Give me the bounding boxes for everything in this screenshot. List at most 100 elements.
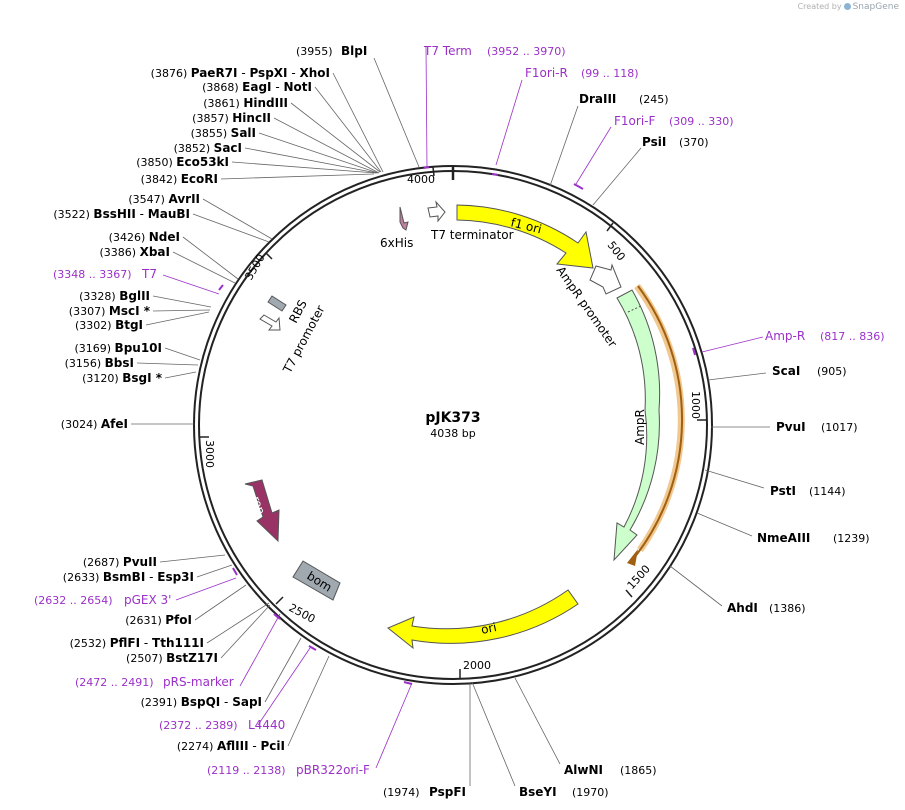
site-pflfi[interactable]: (2532) PflFI - Tth111I <box>70 602 270 650</box>
site-xbai[interactable]: (3386) XbaI <box>100 245 236 284</box>
primer-l4440[interactable]: (2372 .. 2389) L4440 <box>159 645 317 732</box>
site-position: (3307) <box>69 305 109 318</box>
site-pspfi[interactable]: (1974) PspFI <box>383 682 471 799</box>
site-pvui[interactable]: PvuI (1017) <box>711 420 858 434</box>
site-name: NdeI <box>149 230 180 244</box>
site-name: AhdI <box>727 601 758 615</box>
site-leader-line <box>152 309 211 312</box>
site-leader-line <box>196 564 233 578</box>
feature-label: rop <box>249 495 267 516</box>
feature-ampr-promoter[interactable]: AmpR promoter <box>554 263 622 350</box>
site-leader-line <box>164 347 201 361</box>
site-name: BssHII <box>93 207 135 221</box>
feature-rop[interactable]: rop <box>244 479 280 543</box>
site-position: (2532) <box>70 637 110 650</box>
site-bpu10i[interactable]: (3169) Bpu10I <box>74 341 201 361</box>
tick-2500: 2500 <box>275 596 317 626</box>
site-position: (3120) <box>82 372 122 385</box>
feature-t7-terminator[interactable]: T7 terminator <box>427 200 514 242</box>
site-label: (2631) PfoI <box>125 613 192 627</box>
site-separator: - <box>272 80 284 94</box>
site-label: (3855) SalI <box>191 126 256 140</box>
site-msci[interactable]: (3307) MscI * <box>69 304 211 318</box>
site-pfoi[interactable]: (2631) PfoI <box>125 584 247 627</box>
site-name: HindIII <box>243 96 288 110</box>
tick-500: 500 <box>605 222 628 264</box>
left-site-labels: (3876) PaeR7I - PspXI - XhoI(3868) EagI … <box>53 66 384 753</box>
site-psii[interactable]: PsiI (370) <box>592 135 709 206</box>
feature-ori[interactable]: ori <box>387 589 579 650</box>
site-leader-line <box>202 198 273 240</box>
site-name: AflIII <box>217 739 249 753</box>
site-label: (2507) BstZ17I <box>126 651 218 665</box>
primer-name: pBR322ori-F <box>296 763 370 777</box>
site-name: PaeR7I <box>191 66 238 80</box>
site-scai[interactable]: ScaI (905) <box>707 364 847 381</box>
primer-name: T7 Term <box>423 44 472 58</box>
site-separator: - <box>249 739 261 753</box>
site-bsmbi[interactable]: (2633) BsmBI - Esp3I <box>63 564 233 584</box>
site-bglii[interactable]: (3328) BglII <box>79 289 212 308</box>
site-bbsi[interactable]: (3156) BbsI <box>65 356 199 370</box>
site-bsshii[interactable]: (3522) BssHII - MauBI <box>53 207 270 243</box>
feature-ampr-highlight <box>627 283 685 566</box>
primer-range: (309 .. 330) <box>669 115 734 128</box>
site-alwni[interactable]: AlwNI (1865) <box>514 677 657 777</box>
site-pvuii[interactable]: (2687) PvuII <box>83 554 226 569</box>
tick-label: 2000 <box>463 659 491 672</box>
site-label: (3302) BtgI <box>75 318 143 332</box>
site-nmeaiii[interactable]: NmeAIII (1239) <box>696 512 870 545</box>
primer-t7[interactable]: (3348 .. 3367) T7 <box>53 267 224 295</box>
feature-bom[interactable]: bom <box>292 560 341 601</box>
site-sali[interactable]: (3855) SalI <box>191 126 379 174</box>
site-eco53ki[interactable]: (3850) Eco53kI <box>136 155 377 174</box>
plasmid-size: 4038 bp <box>430 427 475 440</box>
site-btgi[interactable]: (3302) BtgI <box>75 311 210 332</box>
site-leader-line <box>194 584 247 621</box>
primer-f1ori-f[interactable]: F1ori-F (309 .. 330) <box>573 114 734 190</box>
site-hindiii[interactable]: (3861) HindIII <box>203 96 381 173</box>
primer-f1ori-r[interactable]: F1ori-R (99 .. 118) <box>491 66 639 176</box>
primer-prs-marker[interactable]: (2472 .. 2491) pRS-marker <box>75 613 281 689</box>
primer-range: (2472 .. 2491) <box>75 676 154 689</box>
site-bstz17i[interactable]: (2507) BstZ17I <box>126 604 271 665</box>
site-draiii[interactable]: DraIII (245) <box>549 92 669 187</box>
site-position: (2274) <box>177 740 217 753</box>
site-avrii[interactable]: (3547) AvrII <box>128 192 273 240</box>
site-blpi[interactable]: (3955) BlpI <box>296 44 420 168</box>
site-hincii[interactable]: (3857) HincII <box>192 111 380 174</box>
primer-t7-term[interactable]: T7 Term (3952 .. 3970) <box>423 44 566 169</box>
site-name: PvuI <box>776 420 806 434</box>
primer-name: F1ori-R <box>525 66 568 80</box>
primer-name: pRS-marker <box>163 675 234 689</box>
site-label: (2687) PvuII <box>83 555 157 569</box>
feature-ampr[interactable]: AmpR <box>613 289 661 562</box>
site-separator: - <box>288 66 300 80</box>
site-paer7i[interactable]: (3876) PaeR7I - PspXI - XhoI <box>151 66 384 173</box>
site-label: (3328) BglII <box>79 289 150 303</box>
site-name: NmeAIII <box>757 531 810 545</box>
site-ndei[interactable]: (3426) NdeI <box>109 230 239 280</box>
primer-pgex-3[interactable]: (2632 .. 2654) pGEX 3' <box>34 567 238 607</box>
site-name: Bpu10I <box>115 341 162 355</box>
primer-pbr322ori-f[interactable]: (2119 .. 2138) pBR322ori-F <box>207 681 413 777</box>
site-saci[interactable]: (3852) SacI <box>174 141 378 174</box>
site-position: (3876) <box>151 67 191 80</box>
primer-amp-r[interactable]: Amp-R (817 .. 836) <box>692 329 885 356</box>
site-bseyi[interactable]: BseYI (1970) <box>471 681 609 799</box>
site-position: (1239) <box>833 532 870 545</box>
tick-label: 500 <box>605 239 628 264</box>
site-afliii[interactable]: (2274) AflIII - PciI <box>177 655 330 753</box>
site-ahdi[interactable]: AhdI (1386) <box>669 565 806 615</box>
site-ecori[interactable]: (3842) EcoRI <box>141 172 375 186</box>
site-psti[interactable]: PstI (1144) <box>704 469 846 498</box>
site-afei[interactable]: (3024) AfeI <box>61 417 194 431</box>
site-name: PflFI <box>110 636 140 650</box>
site-bsgi[interactable]: (3120) BsgI * <box>82 371 197 385</box>
site-bspqi[interactable]: (2391) BspQI - SapI <box>141 637 302 709</box>
site-label: (3868) EagI - NotI <box>202 80 312 94</box>
feature-6xhis[interactable]: 6xHis <box>380 206 413 250</box>
site-leader-line <box>192 213 270 243</box>
site-eagi[interactable]: (3868) EagI - NotI <box>202 80 382 173</box>
primer-name: F1ori-F <box>614 114 655 128</box>
